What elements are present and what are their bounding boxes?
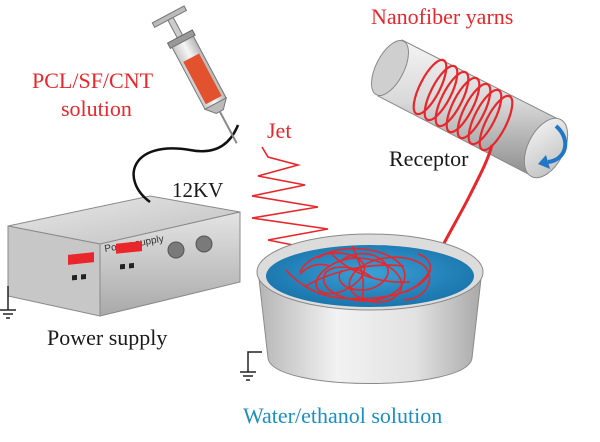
ground-symbol-icon bbox=[0, 309, 16, 319]
label-voltage: 12KV bbox=[172, 178, 224, 202]
label-solution-line2: solution bbox=[61, 96, 132, 121]
rotation-arrow-icon bbox=[547, 124, 568, 164]
label-jet: Jet bbox=[267, 118, 292, 143]
fiber-tangle bbox=[285, 245, 432, 303]
water-bath bbox=[256, 233, 484, 384]
hv-cable bbox=[132, 124, 240, 204]
syringe-solution bbox=[183, 53, 222, 105]
label-solution-line1: PCL/SF/CNT bbox=[32, 68, 154, 93]
syringe bbox=[151, 5, 238, 144]
knob-right bbox=[195, 235, 213, 253]
receptor-cylinder bbox=[371, 39, 569, 179]
display-right bbox=[116, 241, 142, 254]
knob-left bbox=[167, 241, 185, 259]
label-water-ethanol: Water/ethanol solution bbox=[243, 403, 443, 428]
ground-symbol-icon bbox=[240, 371, 256, 381]
power-supply-box: Power supply bbox=[7, 195, 241, 317]
label-nanofiber-yarns: Nanofiber yarns bbox=[371, 4, 514, 29]
label-power-supply: Power supply bbox=[47, 325, 168, 350]
display-left bbox=[68, 252, 94, 265]
yarn-windings bbox=[412, 58, 514, 152]
label-receptor: Receptor bbox=[389, 146, 469, 171]
